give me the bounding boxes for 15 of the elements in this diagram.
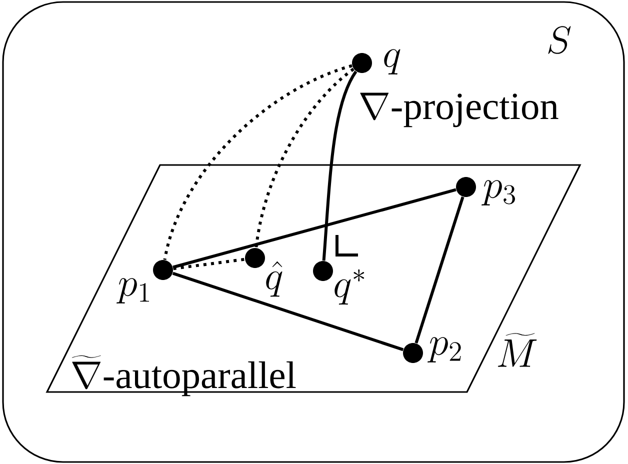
point-label: $q$ — [384, 49, 400, 74]
point-label: $p_2$ — [428, 337, 461, 362]
point-label: $q^*$ — [334, 269, 364, 305]
plane-label: $\widetilde{M}$ — [498, 333, 537, 367]
point-label: $p_3$ — [482, 180, 516, 206]
connector-line — [172, 272, 404, 352]
point-label: $\hat{q}$ — [266, 261, 282, 297]
dotted-line — [254, 68, 354, 248]
connector-line — [322, 70, 358, 261]
connector-line — [414, 196, 464, 344]
connector-line — [172, 188, 456, 269]
point-label: $p_1$ — [116, 278, 149, 304]
dotted-line — [163, 64, 352, 260]
dotted-line — [173, 258, 245, 270]
edge-label: $\nabla\mbox{-projection}$ — [356, 90, 561, 130]
